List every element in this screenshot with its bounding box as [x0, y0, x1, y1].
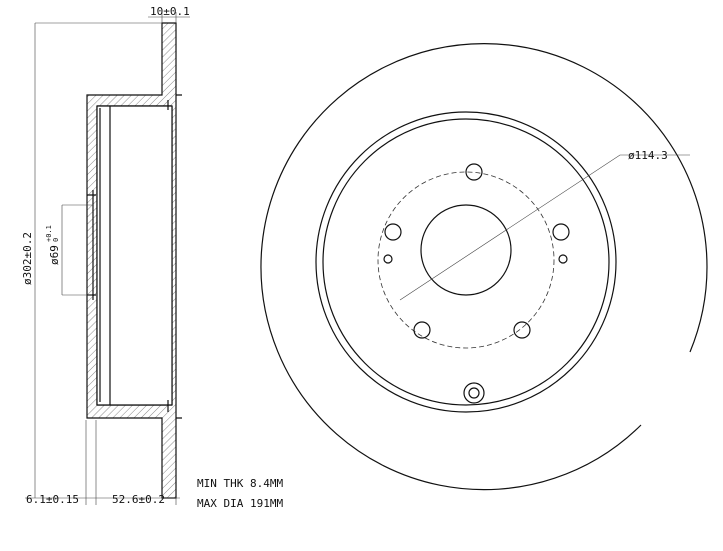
- max-diameter-note: MAX DIA 191MM: [197, 497, 283, 510]
- height-dim: 52.6±0.2: [112, 493, 165, 506]
- min-thickness-note: MIN THK 8.4MM: [197, 477, 283, 490]
- center-bore-dim: ø69: [48, 245, 61, 265]
- outer-diameter-dim: ø302±0.2: [21, 232, 34, 285]
- bolt-circle-dim: ø114.3: [628, 149, 668, 162]
- side-section-view: [25, 12, 190, 505]
- front-view: [260, 43, 708, 491]
- center-bore-tol-upper: +0.1: [45, 225, 53, 242]
- hat-thickness-dim: 6.1±0.15: [26, 493, 79, 506]
- center-bore-tol-lower: 0: [52, 238, 60, 242]
- thickness-dim: 10±0.1: [150, 5, 190, 18]
